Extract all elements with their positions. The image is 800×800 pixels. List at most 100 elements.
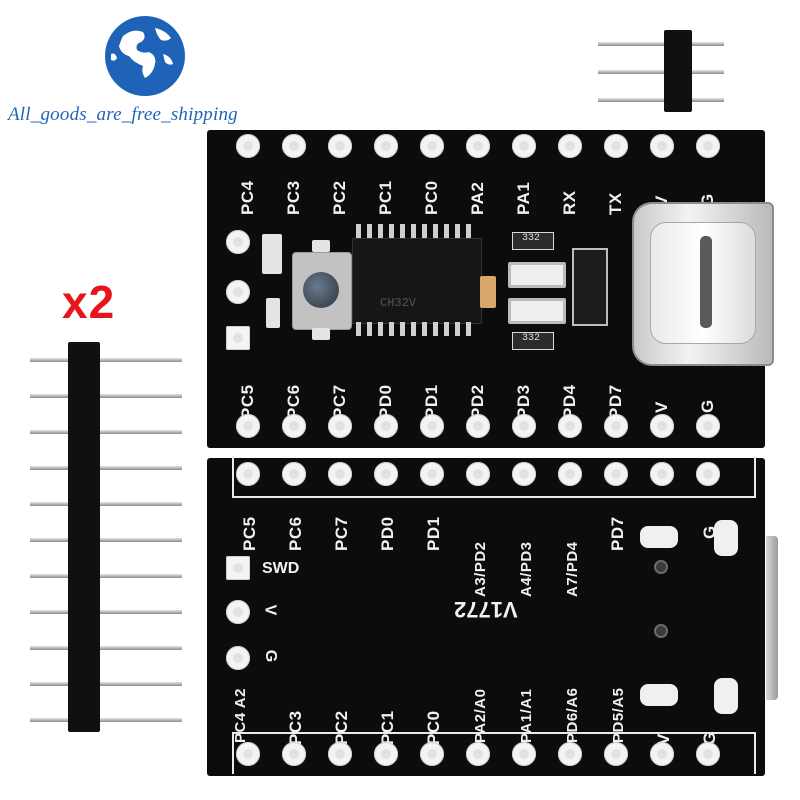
pin-label: PC6 [286, 516, 305, 551]
chip-pins [356, 322, 476, 336]
side-label: G [262, 649, 280, 663]
led [312, 240, 330, 252]
pad [236, 414, 260, 438]
pad [420, 742, 444, 766]
diode [572, 248, 608, 326]
side-label: V [261, 604, 279, 616]
resistor-marking: 332 [522, 233, 541, 244]
pin-label: PC7 [332, 516, 351, 551]
pad [558, 742, 582, 766]
pad [466, 414, 490, 438]
chip-pins [356, 224, 476, 238]
mounting-slot [640, 684, 678, 706]
pin-label: G [698, 399, 717, 413]
led [508, 262, 566, 288]
pin-label: PD6/A6 [564, 687, 581, 743]
pad [512, 414, 536, 438]
button-cap [303, 272, 339, 308]
via [654, 560, 668, 574]
pad [696, 462, 720, 486]
capacitor [480, 276, 496, 308]
pad [650, 742, 674, 766]
pad [466, 462, 490, 486]
pin-label: PA1/A1 [518, 688, 535, 743]
pin-label: A4/PD3 [518, 541, 535, 597]
pin-label: RX [560, 190, 579, 215]
pad [226, 280, 250, 304]
pin-label: PC1 [376, 180, 395, 215]
pad [282, 462, 306, 486]
mounting-slot [714, 678, 738, 714]
pad [282, 414, 306, 438]
pad [374, 742, 398, 766]
pad [420, 462, 444, 486]
pad [226, 646, 250, 670]
pad [696, 742, 720, 766]
pad [226, 326, 250, 350]
silkscreen-outline [232, 732, 756, 774]
pin-label: PD1 [424, 516, 443, 551]
pad [650, 414, 674, 438]
pad [650, 134, 674, 158]
mounting-slot [714, 520, 738, 556]
header-pin-long [30, 342, 182, 732]
pin-label: TX [606, 192, 625, 215]
pad [226, 230, 250, 254]
pin-label: A7/PD4 [564, 541, 581, 597]
led [508, 298, 566, 324]
via [654, 624, 668, 638]
pad [558, 134, 582, 158]
logo-text: All_goods_are_free_shipping [8, 104, 238, 125]
pin-label: PC5 [240, 516, 259, 551]
pad [420, 414, 444, 438]
mounting-slot [640, 526, 678, 548]
pad [512, 742, 536, 766]
pin-label: V [652, 401, 671, 413]
pad [374, 462, 398, 486]
globe-icon [105, 16, 185, 96]
pad [328, 134, 352, 158]
pad [236, 134, 260, 158]
pad [236, 742, 260, 766]
pin-label: PC0 [422, 180, 441, 215]
pad [604, 462, 628, 486]
resistor [512, 332, 554, 350]
pad [226, 600, 250, 624]
header-pin-short [598, 30, 724, 112]
microcontroller-chip [352, 238, 482, 324]
pad [282, 134, 306, 158]
capacitor [262, 234, 282, 274]
pad [236, 462, 260, 486]
pin-label: PA1 [514, 181, 533, 215]
pad [328, 742, 352, 766]
pin-label: PD0 [378, 516, 397, 551]
pin-label: PA2 [468, 181, 487, 215]
pin-label: A3/PD2 [472, 541, 489, 597]
led [312, 328, 330, 340]
pad [696, 414, 720, 438]
swd-label: SWD [262, 560, 300, 577]
pin-label: PC4 A2 [232, 688, 249, 743]
pin-label: PC2 [330, 180, 349, 215]
pad [512, 134, 536, 158]
pad [604, 742, 628, 766]
version-label: V1772 [454, 597, 518, 622]
chip-marking: CH32V [380, 296, 417, 310]
usb-c-edge [766, 536, 778, 700]
pin-label: PC3 [284, 180, 303, 215]
silkscreen-outline [232, 456, 756, 498]
resistor-marking: 332 [522, 333, 541, 344]
pad [512, 462, 536, 486]
pad [558, 414, 582, 438]
bottom-board [207, 458, 765, 776]
pad [282, 742, 306, 766]
pin-label: PC0 [424, 710, 443, 745]
usb-c-port [700, 236, 712, 328]
quantity-label: x2 [62, 276, 116, 328]
pin-label: PD5/A5 [610, 687, 627, 743]
pin-label: PC3 [286, 710, 305, 745]
pad [374, 134, 398, 158]
pin-label: PD7 [608, 516, 627, 551]
pad [558, 462, 582, 486]
resistor [512, 232, 554, 250]
